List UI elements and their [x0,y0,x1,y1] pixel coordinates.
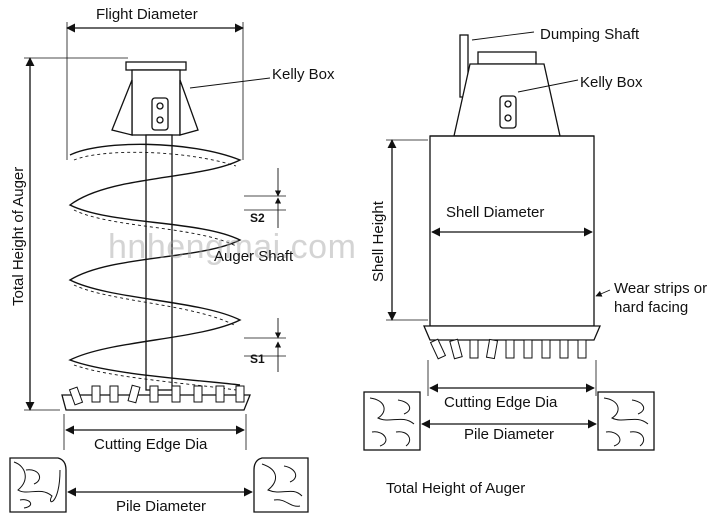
soil-left [9,457,67,513]
cutting-edge-label-right: Cutting Edge Dia [444,394,558,411]
soil-right [253,457,309,513]
total-height-label-left: Total Height of Auger [10,166,27,306]
s1-label: S1 [250,352,265,366]
s2-label: S2 [250,211,265,225]
watermark: hnhengmai.com [108,228,357,266]
cutting-teeth [68,384,245,406]
soil-right-right [597,391,655,451]
left-auger [9,22,309,513]
kelly-box-label-right: Kelly Box [580,74,643,91]
shell [429,135,595,327]
auger-flights [68,143,242,391]
wear-strips-label-2: hard facing [614,299,689,316]
bucket-teeth [429,338,587,360]
pile-diameter-label-right: Pile Diameter [464,426,555,443]
pile-diameter-label-left: Pile Diameter [116,498,207,515]
right-bucket [363,31,655,451]
flight-diameter-label: Flight Diameter [96,6,198,23]
shell-height-label: Shell Height [370,201,387,282]
soil-left-right [363,391,421,451]
cutting-edge-label-left: Cutting Edge Dia [94,436,208,453]
total-height-label-right: Total Height of Auger [386,480,526,497]
shell-diameter-label: Shell Diameter [446,204,545,221]
wear-strips-label-1: Wear strips or [614,280,708,297]
kelly-box-label-left: Kelly Box [272,66,335,83]
dumping-shaft-label: Dumping Shaft [540,26,640,43]
kelly-box-top [125,61,187,71]
auger-shaft-label: Auger Shaft [214,248,294,265]
